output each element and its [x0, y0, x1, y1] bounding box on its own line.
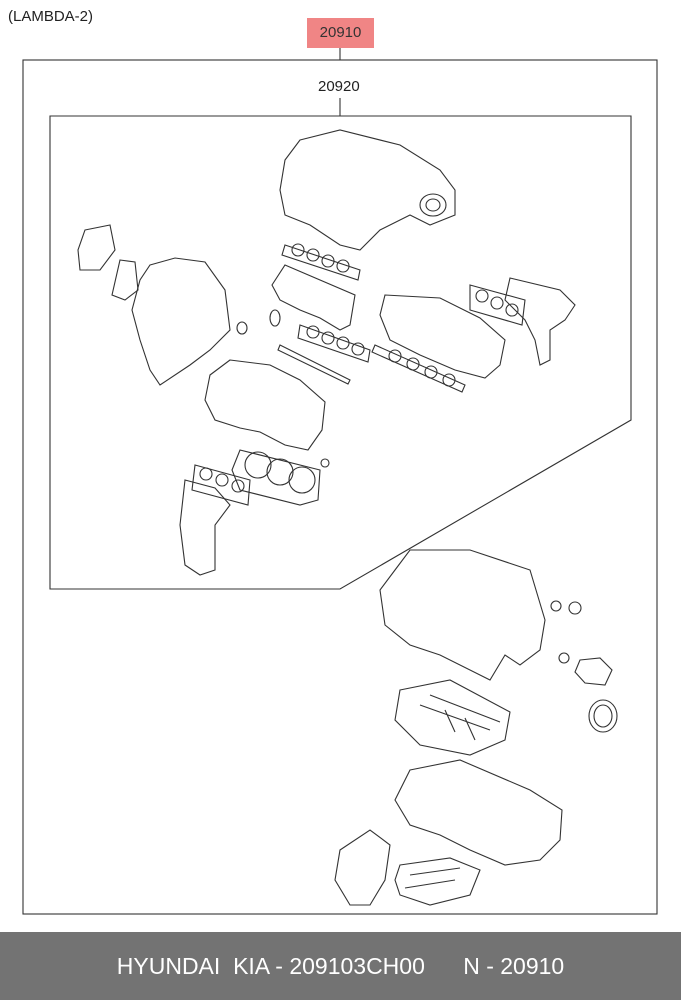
exhaust-manifold-gasket-right	[469, 284, 526, 326]
seal-ring-f	[558, 652, 570, 664]
water-outlet-gasket	[111, 259, 139, 301]
exhaust-manifold-gasket-left	[191, 464, 251, 506]
gasket-kit-diagram	[22, 48, 658, 915]
callout-20920[interactable]: 20920	[318, 78, 360, 95]
exhaust-gasket-right	[371, 344, 466, 393]
oil-pan-baffle-gasket	[394, 679, 511, 756]
head-gasket	[231, 449, 321, 506]
rear-main-seal	[588, 699, 618, 733]
valve-cover-gasket-left	[271, 264, 356, 331]
valve-cover-gasket-right	[379, 294, 506, 379]
callout-20910[interactable]: 20910	[307, 18, 374, 48]
thermostat-housing-gasket	[77, 224, 116, 271]
oil-pump-cover-gasket	[334, 829, 391, 906]
catalytic-converter-gasket-right	[504, 277, 576, 366]
seal-ring-d	[550, 600, 562, 612]
inner-frame	[49, 115, 632, 590]
oil-pan-gasket	[394, 759, 563, 866]
lower-oil-pan	[394, 857, 481, 906]
seal-ring-c	[320, 458, 330, 468]
catalytic-converter-gasket-left	[179, 479, 231, 576]
part-number-footer: HYUNDAI KIA - 209103CH00 N - 20910	[0, 932, 681, 1000]
cylinder-head-cover	[204, 359, 326, 451]
timing-cover-gasket	[131, 257, 231, 386]
engine-label: (LAMBDA-2)	[8, 8, 94, 25]
intake-port-gasket-lower	[297, 324, 371, 363]
seal-ring-b	[236, 321, 248, 335]
intake-plenum-gasket	[279, 129, 456, 251]
outer-frame	[22, 59, 658, 915]
seal-ring-a	[269, 309, 281, 327]
cylinder-block-gasket	[379, 549, 546, 681]
intake-port-gasket-upper	[281, 243, 361, 281]
rail-gasket-a	[277, 344, 351, 385]
front-seal-gasket	[574, 657, 613, 686]
seal-ring-e	[568, 601, 582, 615]
